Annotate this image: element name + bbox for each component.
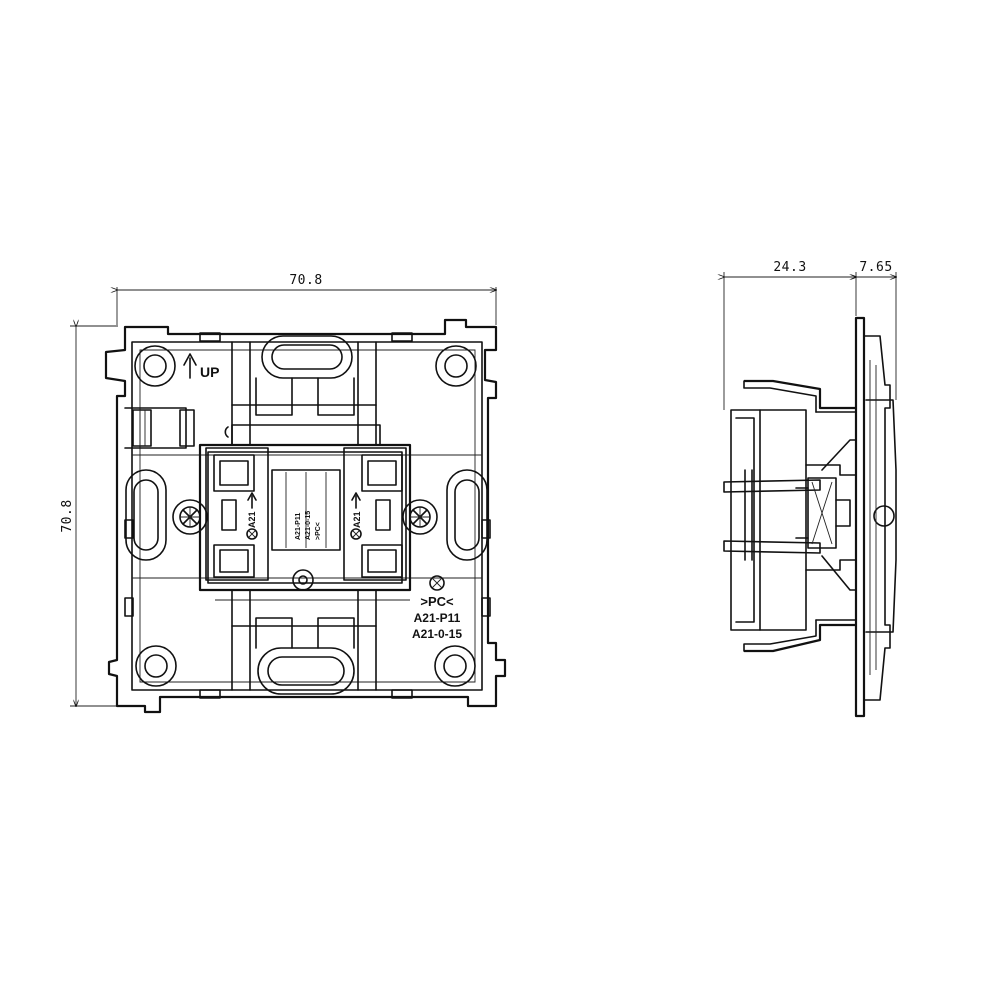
- left-terminal-module: A21: [205, 447, 269, 581]
- width-dimension: 70.8: [117, 273, 496, 325]
- frame-outline: [104, 318, 507, 714]
- marking-line2: A21-0-15: [412, 627, 462, 641]
- mounting-hole-bottom-right: [434, 645, 476, 687]
- mounting-hole-bottom-left: [135, 645, 177, 687]
- depth-dimension-label: 24.3: [773, 260, 806, 275]
- up-arrow-icon: [183, 353, 197, 379]
- side-pins: [723, 469, 821, 561]
- front-view: 70.8 70.8: [60, 273, 507, 714]
- lower-rails: [231, 589, 377, 691]
- right-module-label: A21: [352, 511, 362, 528]
- central-mechanism: [198, 424, 412, 592]
- width-dimension-label: 70.8: [289, 273, 322, 288]
- center-contacts: A21-P11 A21-0-15 >PC<: [271, 469, 341, 551]
- height-dimension: 70.8: [60, 326, 118, 706]
- plate-dimension-label: 7.65: [859, 260, 892, 275]
- center-label-2: A21-0-15: [305, 511, 312, 540]
- right-oval-slot: [446, 469, 488, 561]
- side-mechanism: [795, 439, 857, 591]
- height-dimension-label: 70.8: [60, 499, 75, 532]
- center-label-3: >PC<: [315, 522, 322, 540]
- up-label: UP: [200, 364, 219, 380]
- marking-line1: A21-P11: [414, 611, 461, 625]
- left-oval-slot: [125, 469, 167, 561]
- top-slot: [261, 335, 353, 379]
- depth-dimension: 24.3 7.65: [724, 260, 896, 410]
- bottom-slot: [257, 647, 355, 695]
- mounting-hole-top-left: [134, 345, 176, 387]
- inner-frame: [131, 341, 483, 691]
- marking-pc: >PC<: [420, 594, 454, 609]
- mounting-hole-top-right: [435, 345, 477, 387]
- product-marking: >PC< A21-P11 A21-0-15: [412, 575, 462, 641]
- right-terminal-screw-icon: [402, 499, 438, 535]
- side-view: 24.3 7.65: [723, 260, 897, 718]
- upper-rails: [231, 341, 377, 446]
- left-terminal-screw-icon: [172, 499, 208, 535]
- center-label-1: A21-P11: [295, 513, 302, 540]
- left-module-label: A21: [247, 511, 257, 528]
- side-front-plate: [854, 316, 897, 718]
- center-screw-icon: [292, 569, 314, 591]
- left-clamp: [124, 407, 195, 449]
- side-rear-body: [730, 379, 857, 653]
- right-terminal-module: A21: [343, 447, 407, 581]
